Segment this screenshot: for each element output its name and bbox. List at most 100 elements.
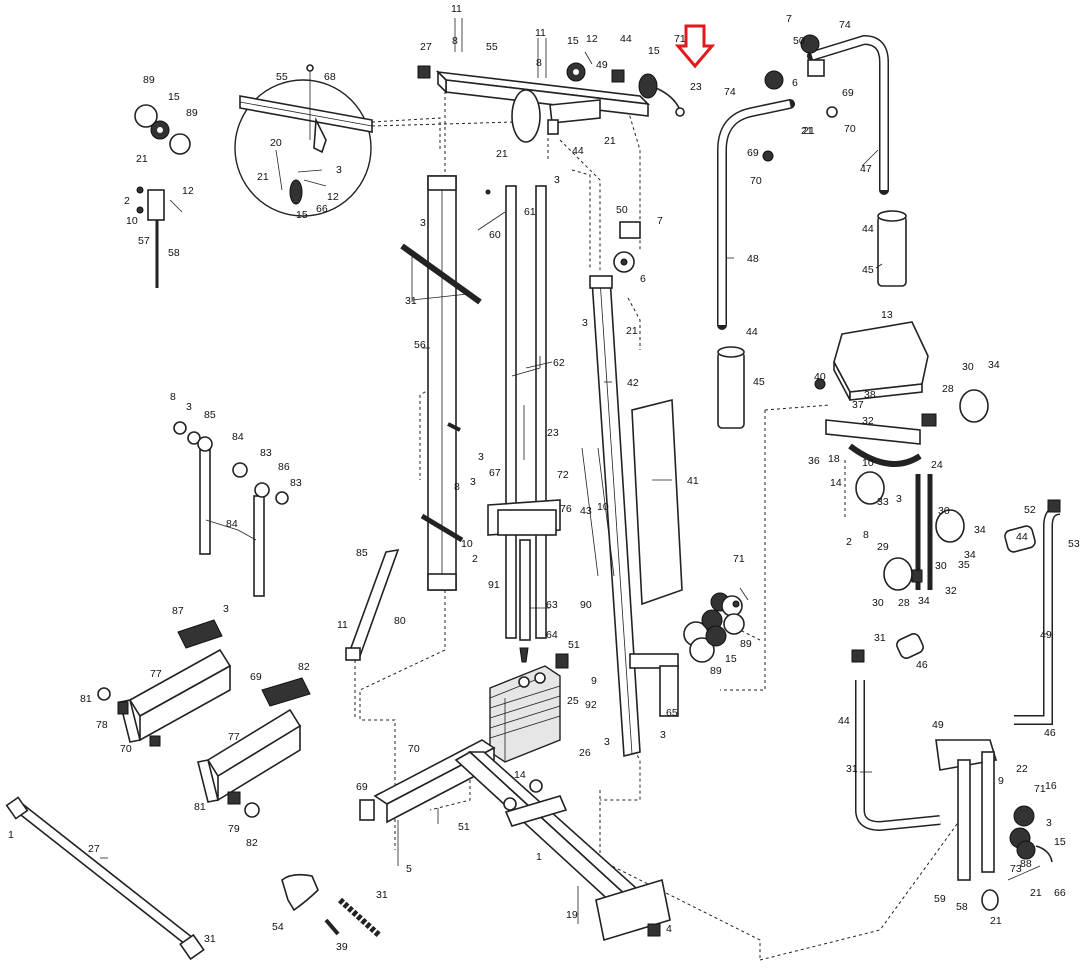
part-label-37: 37 xyxy=(852,399,864,411)
base-frame-parts xyxy=(359,739,671,942)
part-label-5: 5 xyxy=(406,863,412,875)
part-label-68: 68 xyxy=(324,71,336,83)
part-label-69: 69 xyxy=(250,671,262,683)
part-label-48: 48 xyxy=(747,253,759,265)
detail-inset-circle xyxy=(234,64,516,217)
part-label-31: 31 xyxy=(846,763,858,775)
part-label-63: 63 xyxy=(546,599,558,611)
part-label-12: 12 xyxy=(586,33,598,45)
part-label-64: 64 xyxy=(546,629,558,641)
part-label-83: 83 xyxy=(290,477,302,489)
part-label-77: 77 xyxy=(228,731,240,743)
part-label-66: 66 xyxy=(316,203,328,215)
part-label-78: 78 xyxy=(96,719,108,731)
part-label-12: 12 xyxy=(182,185,194,197)
upper-left-pulley-assembly xyxy=(134,104,191,288)
part-label-46: 46 xyxy=(916,659,928,671)
part-label-49: 49 xyxy=(596,59,608,71)
part-label-84: 84 xyxy=(226,518,238,530)
part-label-83: 83 xyxy=(260,447,272,459)
part-label-89: 89 xyxy=(143,74,155,86)
part-label-8: 8 xyxy=(454,481,460,493)
part-label-80: 80 xyxy=(394,615,406,627)
part-label-66: 66 xyxy=(1054,887,1066,899)
part-label-40: 40 xyxy=(814,371,826,383)
part-label-52: 52 xyxy=(1024,504,1036,516)
part-label-50: 50 xyxy=(616,204,628,216)
part-label-74: 74 xyxy=(839,19,851,31)
part-label-31: 31 xyxy=(376,889,388,901)
part-label-14: 14 xyxy=(830,477,842,489)
part-label-88: 88 xyxy=(1020,858,1032,870)
part-label-34: 34 xyxy=(988,359,1000,371)
part-label-44: 44 xyxy=(572,145,584,157)
part-label-44: 44 xyxy=(620,33,632,45)
part-label-3: 3 xyxy=(336,164,342,176)
part-label-50: 50 xyxy=(793,35,805,47)
part-label-8: 8 xyxy=(536,57,542,69)
part-label-89: 89 xyxy=(186,107,198,119)
part-label-71: 71 xyxy=(674,33,686,45)
part-label-38: 38 xyxy=(864,389,876,401)
part-label-72: 72 xyxy=(557,469,569,481)
leader-lines xyxy=(100,149,1048,859)
assembly-guide-lines xyxy=(354,85,961,961)
part-label-11: 11 xyxy=(337,619,348,631)
part-label-10: 10 xyxy=(126,215,138,227)
part-label-26: 26 xyxy=(579,747,591,759)
part-label-10: 10 xyxy=(862,457,874,469)
part-label-2: 2 xyxy=(124,195,130,207)
guide-rods-part-62 xyxy=(477,185,561,641)
part-label-86: 86 xyxy=(278,461,290,473)
weight-stack-part-25 xyxy=(489,647,569,763)
part-label-23: 23 xyxy=(690,81,702,93)
part-label-31: 31 xyxy=(405,295,417,307)
part-label-70: 70 xyxy=(408,743,420,755)
part-label-49: 49 xyxy=(932,719,944,731)
part-label-21: 21 xyxy=(1030,887,1042,899)
part-label-34: 34 xyxy=(964,549,976,561)
foot-pedal-assemblies xyxy=(97,619,311,818)
part-label-21: 21 xyxy=(496,148,508,160)
part-label-74: 74 xyxy=(724,86,736,98)
part-label-33: 33 xyxy=(877,496,889,508)
part-label-55: 55 xyxy=(486,41,498,53)
part-label-1: 1 xyxy=(8,829,14,841)
part-label-56: 56 xyxy=(414,339,426,351)
part-label-2: 2 xyxy=(846,536,852,548)
part-label-3: 3 xyxy=(1046,817,1052,829)
part-label-30: 30 xyxy=(962,361,974,373)
part-label-85: 85 xyxy=(204,409,216,421)
pulley-stack-center-right xyxy=(683,587,749,663)
part-label-12: 12 xyxy=(327,191,339,203)
part-label-15: 15 xyxy=(168,91,180,103)
part-label-23: 23 xyxy=(547,427,559,439)
part-label-15: 15 xyxy=(1054,836,1066,848)
highlight-arrow-down xyxy=(674,24,716,69)
part-label-21: 21 xyxy=(801,125,813,137)
center-post-and-backpad xyxy=(581,221,683,758)
part-label-3: 3 xyxy=(896,493,902,505)
part-label-15: 15 xyxy=(725,653,737,665)
part-label-49: 49 xyxy=(1040,629,1052,641)
part-label-55: 55 xyxy=(276,71,288,83)
part-label-28: 28 xyxy=(898,597,910,609)
part-label-19: 19 xyxy=(566,909,578,921)
part-label-61: 61 xyxy=(524,206,536,218)
part-label-15: 15 xyxy=(296,209,308,221)
part-label-81: 81 xyxy=(194,801,206,813)
part-label-3: 3 xyxy=(470,476,476,488)
part-label-7: 7 xyxy=(786,13,792,25)
part-label-34: 34 xyxy=(918,595,930,607)
part-label-31: 31 xyxy=(874,632,886,644)
part-label-58: 58 xyxy=(168,247,180,259)
part-label-16: 16 xyxy=(1045,780,1057,792)
part-label-10: 10 xyxy=(461,538,473,550)
part-label-62: 62 xyxy=(553,357,565,369)
part-label-22: 22 xyxy=(1016,763,1028,775)
part-label-18: 18 xyxy=(828,453,840,465)
part-label-44: 44 xyxy=(862,223,874,235)
part-label-8: 8 xyxy=(863,529,869,541)
part-label-85: 85 xyxy=(356,547,368,559)
part-label-9: 9 xyxy=(998,775,1004,787)
